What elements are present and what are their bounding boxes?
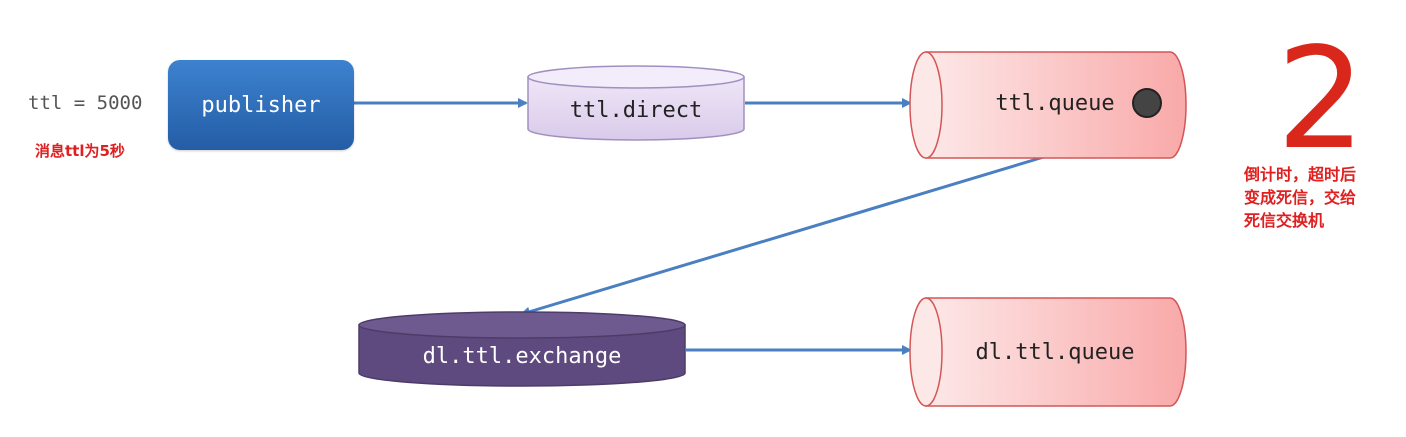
publisher-label: publisher xyxy=(201,92,321,118)
dead-letter-queue-label: dl.ttl.queue xyxy=(975,340,1135,365)
countdown-note-line: 死信交换机 xyxy=(1244,211,1325,230)
exchange-label: ttl.direct xyxy=(569,98,703,123)
ttl-label: ttl = 5000 xyxy=(28,92,143,114)
dead-letter-exchange-cylinder xyxy=(358,311,686,387)
countdown-note-line: 变成死信，交给 xyxy=(1244,188,1357,207)
countdown-note-line: 倒计时，超时后 xyxy=(1244,165,1357,184)
dead-letter-exchange-label: dl.ttl.exchange xyxy=(422,344,622,369)
exchange-cylinder xyxy=(527,65,745,141)
countdown-note: 倒计时，超时后 变成死信，交给 死信交换机 xyxy=(1244,163,1384,232)
queue-label: ttl.queue xyxy=(995,91,1115,116)
countdown-number: 2 xyxy=(1276,18,1366,181)
dead-letter-queue-cylinder xyxy=(909,297,1187,407)
queue-cylinder xyxy=(909,51,1187,159)
arrow-queue-to-dead-letter-exchange xyxy=(520,154,1048,317)
message-dot-icon xyxy=(1132,88,1162,118)
publisher-box: publisher xyxy=(168,60,354,150)
ttl-note: 消息ttl为5秒 xyxy=(35,142,125,160)
